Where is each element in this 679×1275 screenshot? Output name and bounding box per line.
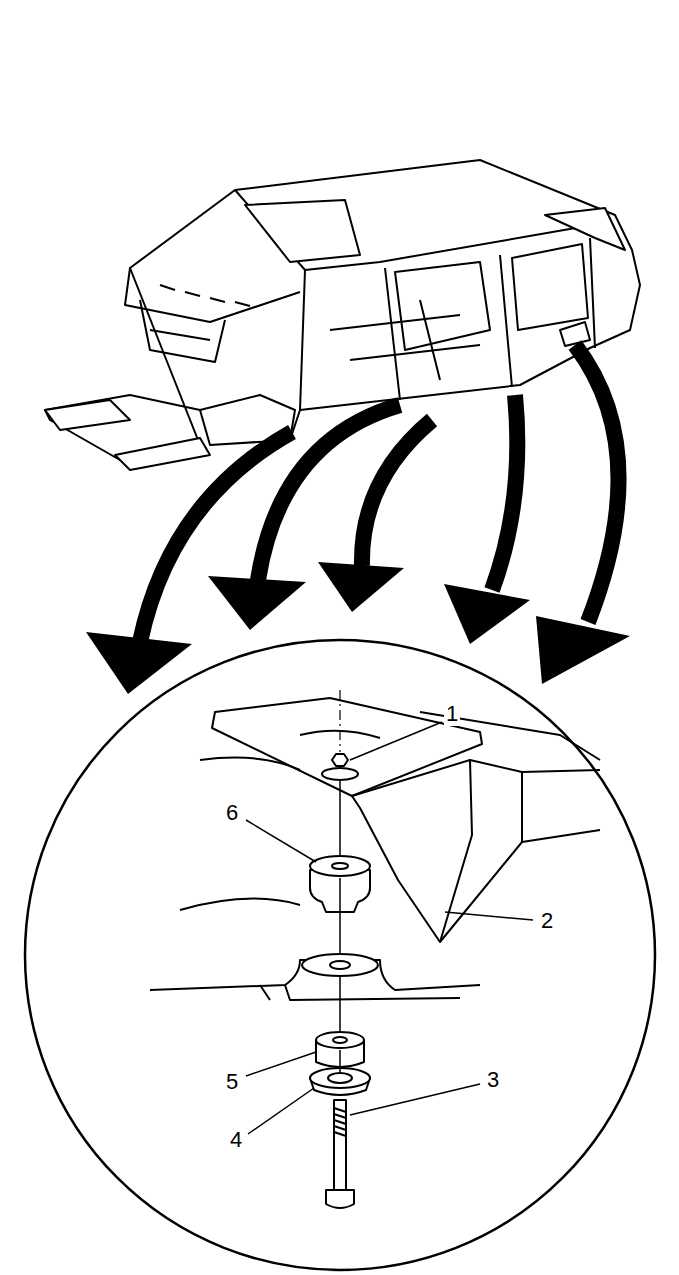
callout-number: 2 (539, 909, 555, 933)
mount-detail (150, 690, 600, 1208)
pointer-arrows (86, 345, 630, 694)
callout-number: 1 (444, 702, 460, 726)
callout-number: 4 (228, 1128, 244, 1152)
leader-lines (246, 722, 533, 1134)
callout-number: 5 (224, 1070, 240, 1094)
callout-number: 6 (224, 801, 240, 825)
detail-circle (25, 640, 655, 1270)
callout-number: 3 (485, 1068, 501, 1092)
